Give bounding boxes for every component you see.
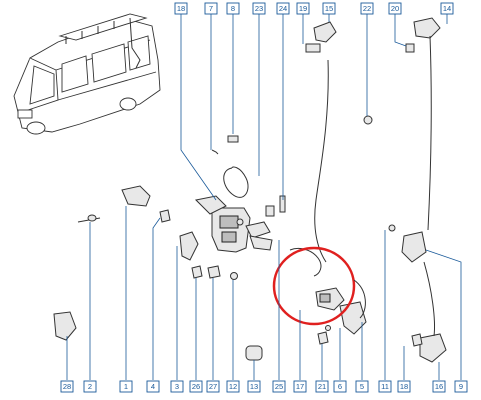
callout-13: 13 — [247, 380, 261, 393]
small-plate — [207, 265, 221, 279]
callout-text: 24 — [279, 4, 287, 13]
callout-6: 6 — [333, 380, 347, 393]
callout-text: 3 — [175, 382, 179, 391]
lower-lock-16 — [419, 333, 447, 363]
clip-part — [159, 209, 171, 223]
small-tab — [191, 265, 203, 279]
callout-text: 8 — [231, 4, 235, 13]
bushing-part — [245, 345, 263, 361]
highlight-circle — [272, 246, 356, 326]
callout-12: 12 — [226, 380, 240, 393]
callout-text: 1 — [124, 382, 128, 391]
callout-text: 17 — [296, 382, 304, 391]
callout-27: 27 — [206, 380, 220, 393]
callout-1: 1 — [119, 380, 133, 393]
callout-text: 27 — [209, 382, 217, 391]
long-cable — [314, 59, 329, 263]
lower-lock-assembly — [315, 287, 367, 335]
cover-part — [179, 231, 199, 261]
callout-19: 19 — [296, 2, 310, 15]
callout-9: 9 — [454, 380, 468, 393]
callout-26: 26 — [189, 380, 203, 393]
rod-end — [87, 214, 97, 222]
small-clip — [211, 149, 219, 155]
small-screw — [230, 272, 238, 280]
callout-16: 16 — [432, 380, 446, 393]
callout-4: 4 — [146, 380, 160, 393]
callout-5: 5 — [355, 380, 369, 393]
screw-20 — [405, 43, 415, 53]
callout-25: 25 — [272, 380, 286, 393]
callout-text: 9 — [459, 382, 463, 391]
van-illustration — [13, 13, 161, 135]
callout-text: 6 — [338, 382, 342, 391]
callout-text: 20 — [391, 4, 399, 13]
callout-text: 13 — [250, 382, 258, 391]
right-cable — [427, 35, 432, 231]
callout-21: 21 — [315, 380, 329, 393]
callout-14: 14 — [440, 2, 454, 15]
small-screw-18 — [411, 333, 423, 347]
callout-text: 21 — [318, 382, 326, 391]
link-rod — [289, 247, 322, 277]
callout-text: 16 — [435, 382, 443, 391]
callout-15: 15 — [322, 2, 336, 15]
callout-18-top: 18 — [174, 2, 188, 15]
callout-20: 20 — [388, 2, 402, 15]
callout-3: 3 — [170, 380, 184, 393]
leader-lines — [66, 14, 462, 380]
grommet-top — [227, 135, 239, 143]
callout-28: 28 — [60, 380, 74, 393]
upper-lock-14 — [413, 17, 441, 39]
callout-11: 11 — [378, 380, 392, 393]
callout-8: 8 — [226, 2, 240, 15]
callout-23: 23 — [252, 2, 266, 15]
callout-text: 22 — [363, 4, 371, 13]
callout-text: 14 — [443, 4, 451, 13]
callout-text: 15 — [325, 4, 333, 13]
callout-text: 18 — [400, 382, 408, 391]
central-lock-mechanism — [194, 195, 286, 253]
short-rod — [353, 279, 366, 319]
callout-text: 26 — [192, 382, 200, 391]
grommet-22 — [363, 115, 373, 125]
callout-text: 4 — [151, 382, 155, 391]
callout-text: 19 — [299, 4, 307, 13]
callout-text: 18 — [177, 4, 185, 13]
callout-22: 22 — [360, 2, 374, 15]
screw-21 — [317, 331, 329, 345]
callout-text: 28 — [63, 382, 71, 391]
callout-text: 12 — [229, 382, 237, 391]
callout-18-bottom: 18 — [397, 380, 411, 393]
callout-17: 17 — [293, 380, 307, 393]
callout-2: 2 — [83, 380, 97, 393]
callout-text: 7 — [209, 4, 213, 13]
callout-text: 23 — [255, 4, 263, 13]
callout-text: 5 — [360, 382, 364, 391]
badge-part — [53, 311, 77, 341]
bracket-part — [121, 185, 151, 207]
callout-text: 2 — [88, 382, 92, 391]
callout-text: 11 — [381, 382, 389, 391]
side-handle — [401, 231, 427, 263]
cable-end-19 — [305, 43, 321, 53]
screw-11 — [388, 224, 396, 232]
lower-rod — [423, 261, 435, 337]
loop-rod — [223, 166, 249, 198]
callout-24: 24 — [276, 2, 290, 15]
callout-7: 7 — [204, 2, 218, 15]
callout-text: 25 — [275, 382, 283, 391]
top-hinge-15 — [313, 21, 337, 43]
